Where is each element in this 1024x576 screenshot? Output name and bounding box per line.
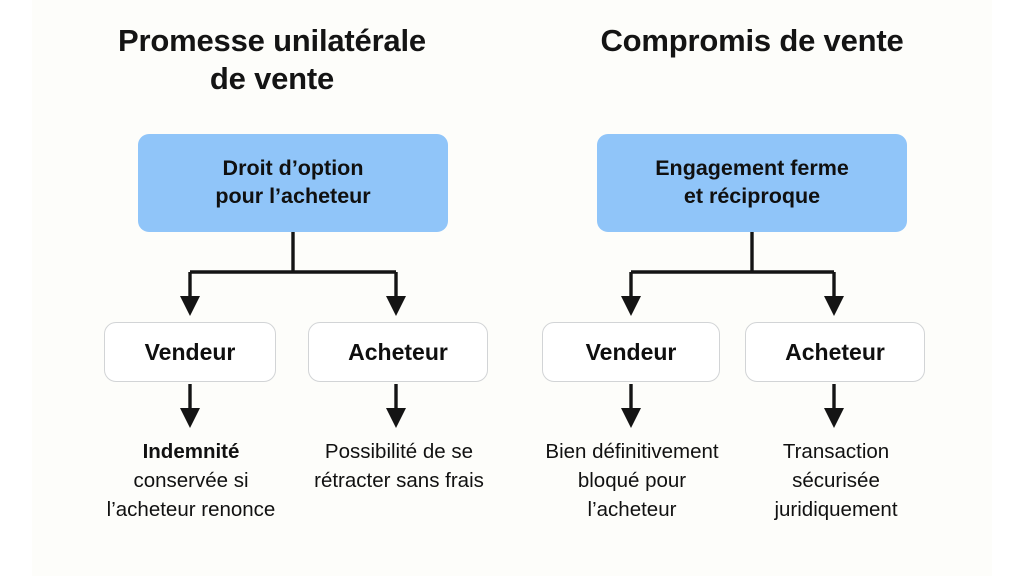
node-acheteur-compromis[interactable]: Acheteur [745, 322, 925, 382]
outcome-text: conservée si l’acheteur renonce [106, 469, 276, 522]
connector-lines-right [621, 232, 844, 428]
outcome-acheteur-compromis: Transaction sécurisée juridiquement [740, 437, 932, 524]
outcome-text: Bien définitivement bloqué pour l’achete… [545, 440, 719, 522]
diagram-board: Promesse unilatérale de vente Droit d’op… [32, 0, 992, 576]
node-vendeur-promesse[interactable]: Vendeur [104, 322, 276, 382]
column-compromis-de-vente: Compromis de vente Engagement ferme et r… [512, 0, 992, 576]
node-label: Acheteur [348, 338, 448, 365]
outcome-acheteur-promesse: Possibilité de se rétracter sans frais [304, 437, 494, 495]
outcome-vendeur-compromis: Bien définitivement bloqué pour l’achete… [534, 437, 730, 524]
outcome-emphasis: Indemnité [142, 440, 240, 463]
column-title-line-2: de vente [209, 60, 335, 96]
outcome-text: Possibilité de se rétracter sans frais [314, 440, 484, 493]
root-node-droit-option[interactable]: Droit d’option pour l’acheteur [138, 134, 448, 232]
root-node-line-1: Droit d’option [222, 156, 364, 181]
root-node-line-2: et réciproque [683, 184, 821, 208]
node-acheteur-promesse[interactable]: Acheteur [308, 322, 488, 382]
column-title-line-1: Compromis de vente [600, 23, 904, 58]
outcome-vendeur-promesse: Indemnité conservée si l’acheteur renonc… [100, 437, 282, 524]
column-title-compromis: Compromis de vente [512, 22, 992, 60]
connector-lines-left [180, 232, 406, 428]
node-label: Vendeur [144, 338, 236, 365]
root-node-engagement-ferme[interactable]: Engagement ferme et réciproque [597, 134, 907, 232]
root-node-line-1: Engagement ferme [655, 156, 849, 181]
outcome-text: Transaction sécurisée juridiquement [774, 440, 898, 522]
node-vendeur-compromis[interactable]: Vendeur [542, 322, 720, 382]
node-label: Acheteur [785, 338, 885, 365]
node-label: Vendeur [585, 338, 677, 365]
column-title-line-1: Promesse unilatérale [118, 23, 426, 58]
column-promesse-unilaterale: Promesse unilatérale de vente Droit d’op… [32, 0, 512, 576]
root-node-line-2: pour l’acheteur [215, 184, 371, 208]
column-title-promesse: Promesse unilatérale de vente [32, 22, 512, 98]
